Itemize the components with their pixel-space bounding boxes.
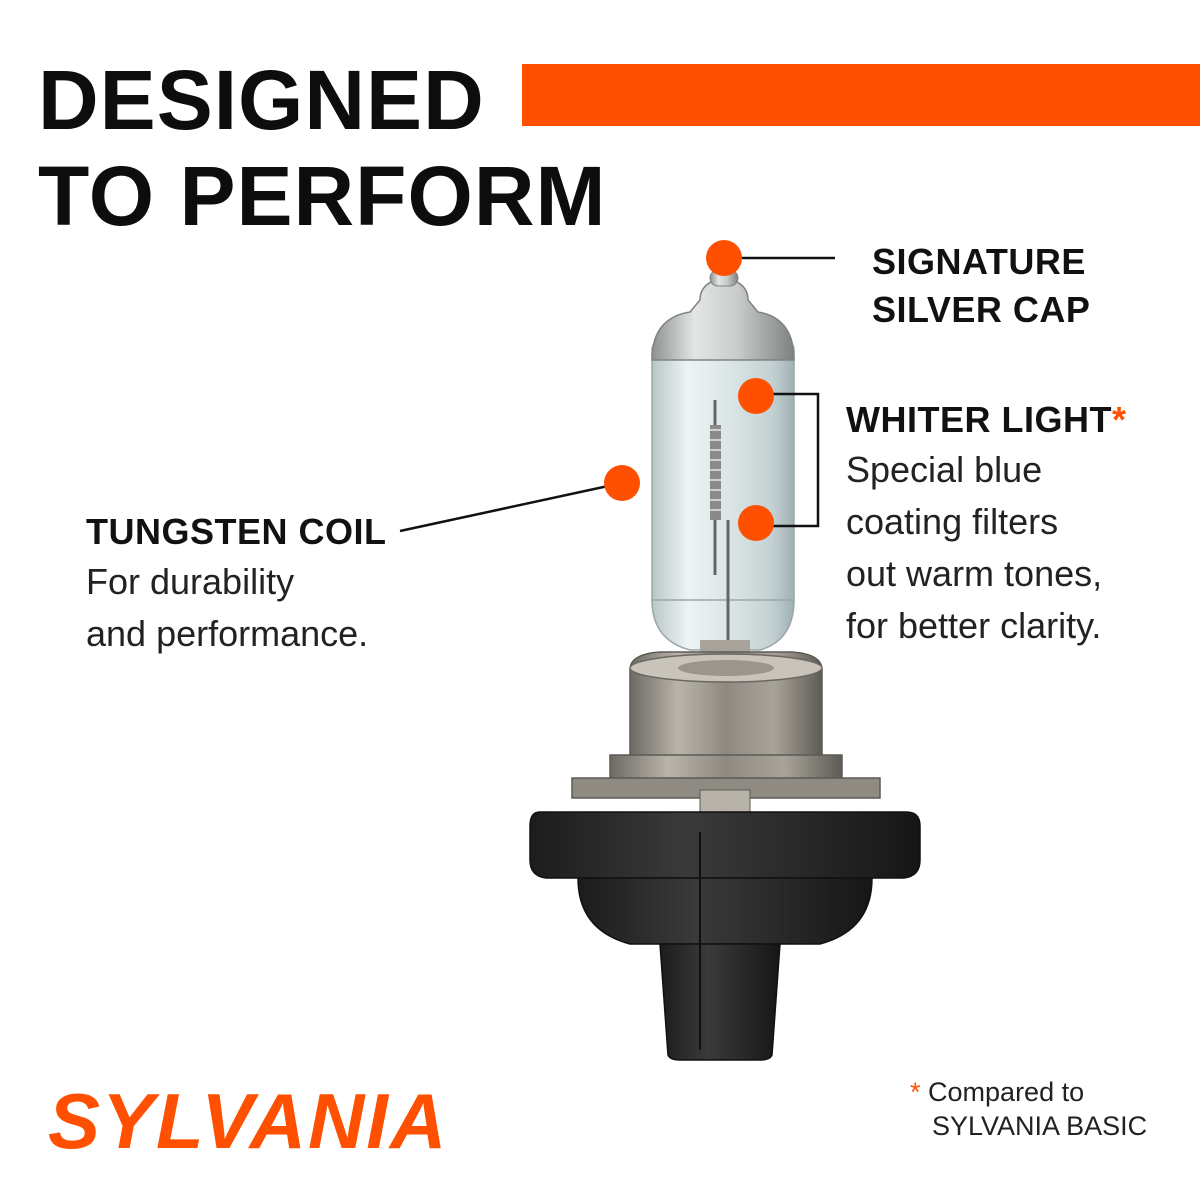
whiter-light-body-line: out warm tones,	[846, 553, 1103, 594]
accent-bar	[522, 64, 1200, 126]
whiter-light-body-line: Special blue	[846, 449, 1043, 490]
callout-dot	[738, 378, 774, 414]
silver-cap	[651, 269, 795, 361]
callout-dot	[738, 505, 774, 541]
headline-line-2: TO PERFORM	[38, 149, 607, 243]
sylvania-logo-text: SYLVANIA	[48, 1077, 448, 1165]
callout-dot	[604, 465, 640, 501]
whiter-light-body-line: for better clarity.	[846, 605, 1102, 646]
headline: DESIGNED TO PERFORM	[38, 52, 606, 244]
callout-dot	[706, 240, 742, 276]
leader-line	[399, 481, 623, 533]
footnote-line-1-text: Compared to	[928, 1077, 1085, 1107]
headline-line-1: DESIGNED	[38, 53, 485, 147]
sylvania-logo: SYLVANIA	[48, 1077, 448, 1165]
tungsten-coil-body-line: For durability	[86, 561, 295, 602]
plastic-base	[529, 811, 921, 1061]
whiter-light-title-text: WHITER LIGHT	[846, 399, 1112, 440]
whiter-light-body-line: coating filters	[846, 501, 1059, 542]
callout-signature-silver-cap	[706, 240, 835, 276]
whiter-light-callout-text: WHITER LIGHT* Special blue coating filte…	[846, 396, 1126, 652]
footnote: * Compared to SYLVANIA BASIC	[910, 1075, 1147, 1143]
signature-cap-callout-text: SIGNATURE SILVER CAP	[872, 238, 1090, 334]
whiter-light-title: WHITER LIGHT*	[846, 396, 1126, 444]
tungsten-coil-callout-text: TUNGSTEN COIL For durability and perform…	[86, 508, 387, 660]
signature-cap-title-line-1: SIGNATURE	[872, 241, 1086, 282]
signature-cap-title-line-2: SILVER CAP	[872, 289, 1091, 330]
tungsten-coil-title: TUNGSTEN COIL	[86, 511, 387, 552]
callout-tungsten-coil	[399, 465, 640, 533]
tungsten-coil-body-line: and performance.	[86, 613, 369, 654]
tungsten-filament	[710, 400, 730, 650]
metal-collar	[571, 640, 881, 821]
glass-capsule	[651, 339, 795, 651]
asterisk-marker: *	[1111, 399, 1127, 440]
callout-whiter-light	[738, 378, 820, 541]
footnote-line-1: * Compared to	[910, 1075, 1147, 1109]
footnote-asterisk: *	[910, 1077, 921, 1107]
bracket-line	[756, 392, 820, 528]
footnote-line-2: SYLVANIA BASIC	[932, 1111, 1148, 1141]
